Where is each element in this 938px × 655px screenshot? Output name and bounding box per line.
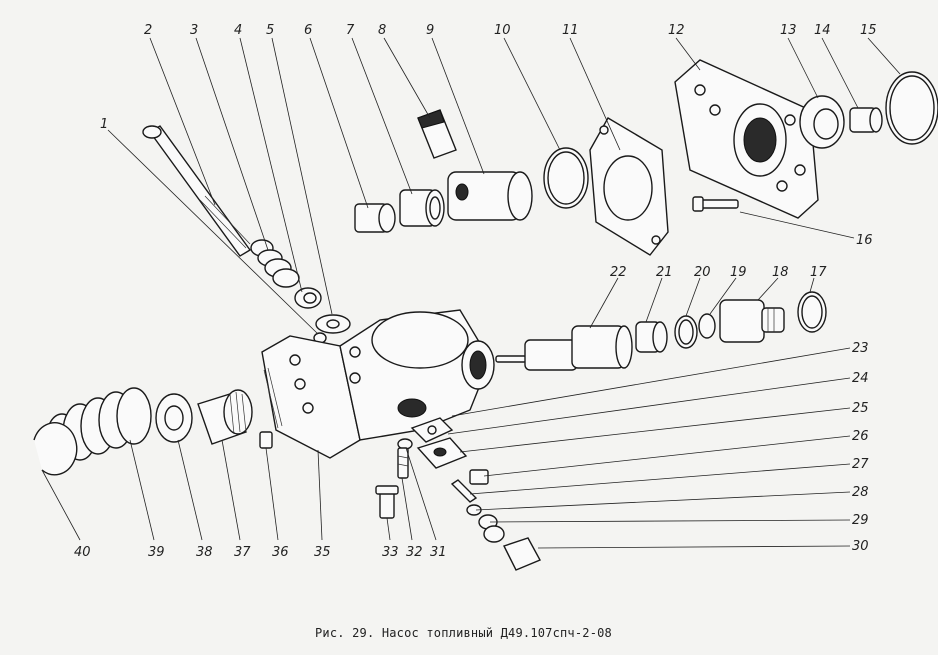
part-18-valve-body [719,299,785,343]
label-27: 27 [852,457,869,472]
part-11-gasket [589,117,669,256]
label-13: 13 [780,23,797,38]
label-5: 5 [266,23,274,38]
label-10: 10 [494,23,511,38]
label-17: 17 [810,265,827,280]
part-13-bearing [799,95,845,149]
label-16: 16 [856,233,873,248]
part-33-bolt [375,485,399,519]
part-25-flange [416,437,468,469]
part-8-key [417,109,457,159]
part-36-pin [259,431,273,449]
label-7: 7 [346,23,355,38]
label-21: 21 [656,265,673,280]
part-16-bolt [692,196,739,212]
label-36: 36 [272,545,289,560]
label-26: 26 [852,429,869,444]
label-22: 22 [610,265,627,280]
label-28: 28 [852,485,869,500]
part-21-fitting [635,321,668,353]
part-38-washer [155,393,193,443]
part-12-flange [674,59,819,219]
label-19: 19 [730,265,747,280]
label-6: 6 [304,23,312,38]
label-39: 39 [148,545,165,560]
part-5-plate [315,314,351,334]
part-20-ring [674,315,698,349]
part-40-clip [33,422,78,476]
label-23: 23 [852,341,869,356]
label-15: 15 [860,23,877,38]
label-14: 14 [814,23,831,38]
label-20: 20 [694,265,711,280]
label-3: 3 [190,23,198,38]
part-9-sleeve [447,171,533,221]
label-4: 4 [234,23,242,38]
part-4-washer [294,287,322,309]
figure-caption: Рис. 29. Насос топливный Д49.107спч-2-08 [315,626,612,640]
part-22-plunger [495,325,633,371]
part-7-bushing [399,189,445,227]
label-35: 35 [314,545,331,560]
label-37: 37 [234,545,251,560]
part-37-gear-shaft [197,389,253,445]
part-15-o-ring [885,71,938,145]
part-14-plug [849,107,883,133]
label-2: 2 [144,23,152,38]
label-1: 1 [100,117,108,132]
part-35-pump-body [261,309,495,459]
part-3-small-spring [250,239,300,288]
part-17-o-ring [797,291,827,333]
part-27-stud [450,479,478,503]
label-18: 18 [772,265,789,280]
label-11: 11 [562,23,579,38]
label-29: 29 [852,513,869,528]
part-10-o-ring [543,147,589,209]
label-24: 24 [852,371,869,386]
part-30-nut [483,525,541,571]
label-31: 31 [430,545,447,560]
label-9: 9 [426,23,434,38]
callout-labels: 1 2 3 4 5 6 7 8 9 10 11 12 13 14 15 16 1… [74,23,877,560]
label-25: 25 [852,401,869,416]
part-32-bolt [397,447,409,479]
label-40: 40 [74,545,91,560]
label-8: 8 [378,23,386,38]
part-6-bushing [354,203,396,233]
label-30: 30 [852,539,869,554]
leader-lines [41,37,901,549]
label-12: 12 [668,23,685,38]
part-19-ring [698,313,716,339]
part-26-screw [469,469,489,485]
part-2-rack [142,125,252,257]
label-32: 32 [406,545,423,560]
label-38: 38 [196,545,213,560]
label-33: 33 [382,545,399,560]
part-24-gasket [410,417,454,443]
